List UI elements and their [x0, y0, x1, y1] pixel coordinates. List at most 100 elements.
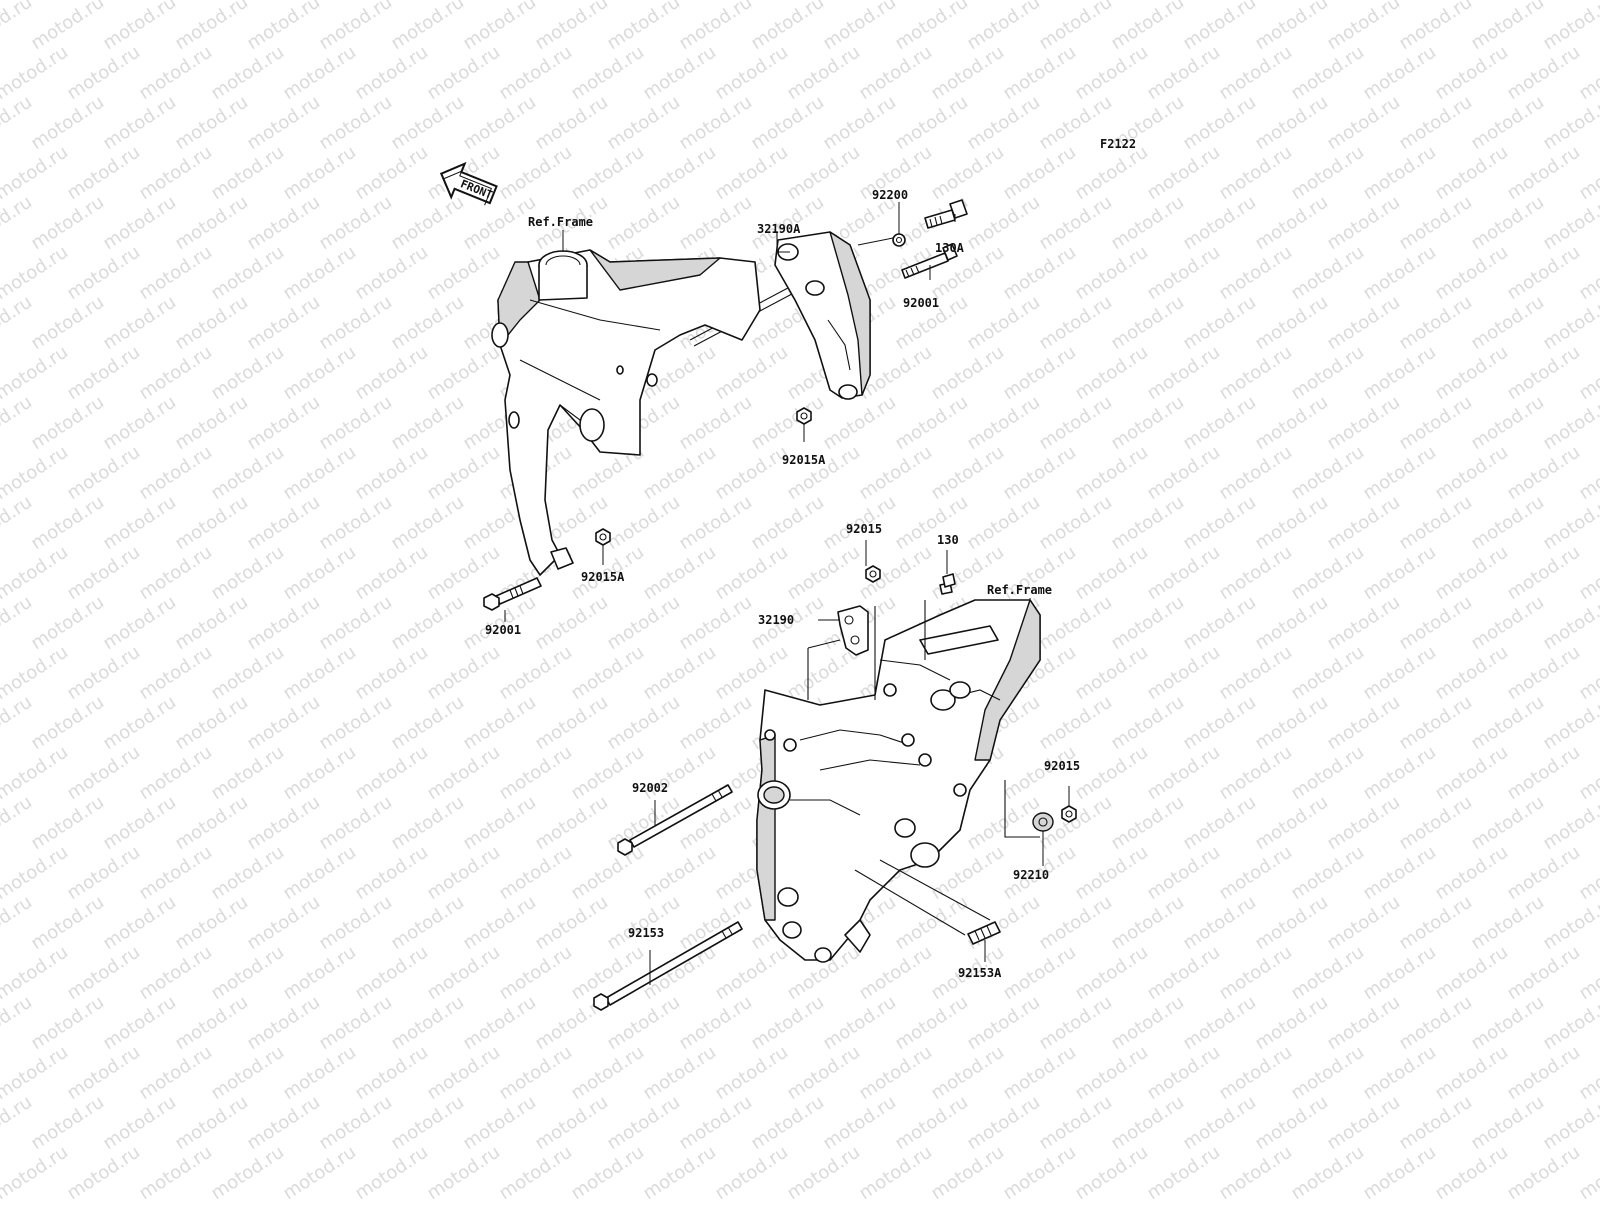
watermark-text: motod.ru	[1467, 592, 1548, 655]
watermark-text: motod.ru	[1431, 742, 1512, 805]
watermark-text: motod.ru	[279, 142, 360, 205]
watermark-text: motod.ru	[207, 642, 288, 705]
watermark-text: motod.ru	[1431, 1142, 1512, 1200]
watermark-text: motod.ru	[243, 0, 324, 54]
watermark-text: motod.ru	[171, 192, 252, 255]
watermark-text: motod.ru	[891, 1092, 972, 1155]
watermark-text: motod.ru	[1431, 942, 1512, 1005]
watermark-text: motod.ru	[279, 42, 360, 105]
watermark-text: motod.ru	[207, 442, 288, 505]
watermark-text: motod.ru	[1323, 692, 1404, 755]
watermark-text: motod.ru	[1215, 642, 1296, 705]
watermark-text: motod.ru	[1179, 0, 1260, 54]
watermark-text: motod.ru	[1359, 1142, 1440, 1200]
watermark-text: motod.ru	[1035, 892, 1116, 955]
watermark-text: motod.ru	[711, 542, 792, 605]
watermark-text: motod.ru	[675, 92, 756, 155]
nut-92015A-upper	[796, 407, 812, 425]
watermark-text: motod.ru	[999, 342, 1080, 405]
watermark-text: motod.ru	[423, 1142, 504, 1200]
watermark-text: motod.ru	[603, 1092, 684, 1155]
lower-frame-body	[756, 599, 1041, 961]
watermark-text: motod.ru	[1467, 292, 1548, 355]
watermark-text: motod.ru	[963, 992, 1044, 1055]
watermark-text: motod.ru	[1323, 792, 1404, 855]
label-130: 130	[937, 533, 959, 547]
watermark-text: motod.ru	[1107, 292, 1188, 355]
watermark-text: motod.ru	[27, 892, 108, 955]
watermark-text: motod.ru	[1107, 792, 1188, 855]
watermark-text: motod.ru	[567, 642, 648, 705]
watermark-text: motod.ru	[1251, 992, 1332, 1055]
watermark-text: motod.ru	[459, 92, 540, 155]
watermark-text: motod.ru	[1323, 192, 1404, 255]
watermark-text: motod.ru	[1503, 742, 1584, 805]
watermark-text: motod.ru	[567, 1142, 648, 1200]
watermark-text: motod.ru	[1143, 142, 1224, 205]
watermark-text: motod.ru	[243, 192, 324, 255]
watermark-text: motod.ru	[747, 392, 828, 455]
watermark-text: motod.ru	[459, 0, 540, 54]
watermark-text: motod.ru	[27, 392, 108, 455]
watermark-text: motod.ru	[1035, 592, 1116, 655]
watermark-text: motod.ru	[243, 892, 324, 955]
watermark-text: motod.ru	[99, 292, 180, 355]
watermark-text: motod.ru	[351, 942, 432, 1005]
watermark-text: motod.ru	[1503, 142, 1584, 205]
watermark-text: motod.ru	[1395, 0, 1476, 54]
watermark-text: motod.ru	[999, 442, 1080, 505]
watermark-text: motod.ru	[603, 0, 684, 54]
watermark-text: motod.ru	[1359, 742, 1440, 805]
watermark-text: motod.ru	[495, 842, 576, 905]
bolt-92001-left	[483, 577, 542, 611]
watermark-text: motod.ru	[1179, 792, 1260, 855]
watermark-text: motod.ru	[963, 192, 1044, 255]
watermark-text: motod.ru	[963, 892, 1044, 955]
watermark-text: motod.ru	[207, 942, 288, 1005]
watermark-text: motod.ru	[855, 942, 936, 1005]
watermark-text: motod.ru	[747, 992, 828, 1055]
watermark-text: motod.ru	[927, 342, 1008, 405]
watermark-text: motod.ru	[99, 792, 180, 855]
watermark-text: motod.ru	[1071, 42, 1152, 105]
label-92153A: 92153A	[958, 966, 1002, 980]
watermark-text: motod.ru	[855, 42, 936, 105]
watermark-text: motod.ru	[135, 442, 216, 505]
nut-92015A-left	[595, 528, 611, 546]
watermark-text: motod.ru	[387, 892, 468, 955]
watermark-text: motod.ru	[1395, 492, 1476, 555]
watermark-text: motod.ru	[1503, 642, 1584, 705]
part-labels: Ref.Frame 32190A 92200 130A 92001 92015A…	[485, 188, 1080, 980]
watermark-text: motod.ru	[639, 842, 720, 905]
watermark-text: motod.ru	[639, 442, 720, 505]
watermark-text: motod.ru	[1143, 642, 1224, 705]
watermark-text: motod.ru	[1395, 692, 1476, 755]
watermark-text: motod.ru	[783, 142, 864, 205]
watermark-text: motod.ru	[1215, 442, 1296, 505]
watermark-text: motod.ru	[603, 192, 684, 255]
watermark-text: motod.ru	[855, 1142, 936, 1200]
watermark-text: motod.ru	[927, 1142, 1008, 1200]
watermark-text: motod.ru	[27, 0, 108, 54]
watermark-text: motod.ru	[495, 1042, 576, 1105]
watermark-text: motod.ru	[1215, 542, 1296, 605]
spacer-92210	[1032, 812, 1054, 832]
watermark-text: motod.ru	[1395, 992, 1476, 1055]
watermark-text: motod.ru	[1179, 92, 1260, 155]
watermark-text: motod.ru	[315, 1092, 396, 1155]
watermark-text: motod.ru	[243, 692, 324, 755]
watermark-text: motod.ru	[315, 492, 396, 555]
watermark-text: motod.ru	[1323, 0, 1404, 54]
watermark-text: motod.ru	[639, 642, 720, 705]
watermark-text: motod.ru	[1143, 242, 1224, 305]
watermark-text: motod.ru	[171, 792, 252, 855]
watermark-text: motod.ru	[495, 42, 576, 105]
frame-boss	[579, 408, 605, 442]
watermark-text: motod.ru	[1575, 942, 1600, 1005]
watermark-text: motod.ru	[423, 842, 504, 905]
watermark-text: motod.ru	[891, 392, 972, 455]
watermark-text: motod.ru	[1575, 642, 1600, 705]
watermark-text: motod.ru	[99, 1092, 180, 1155]
watermark-text: motod.ru	[279, 1042, 360, 1105]
